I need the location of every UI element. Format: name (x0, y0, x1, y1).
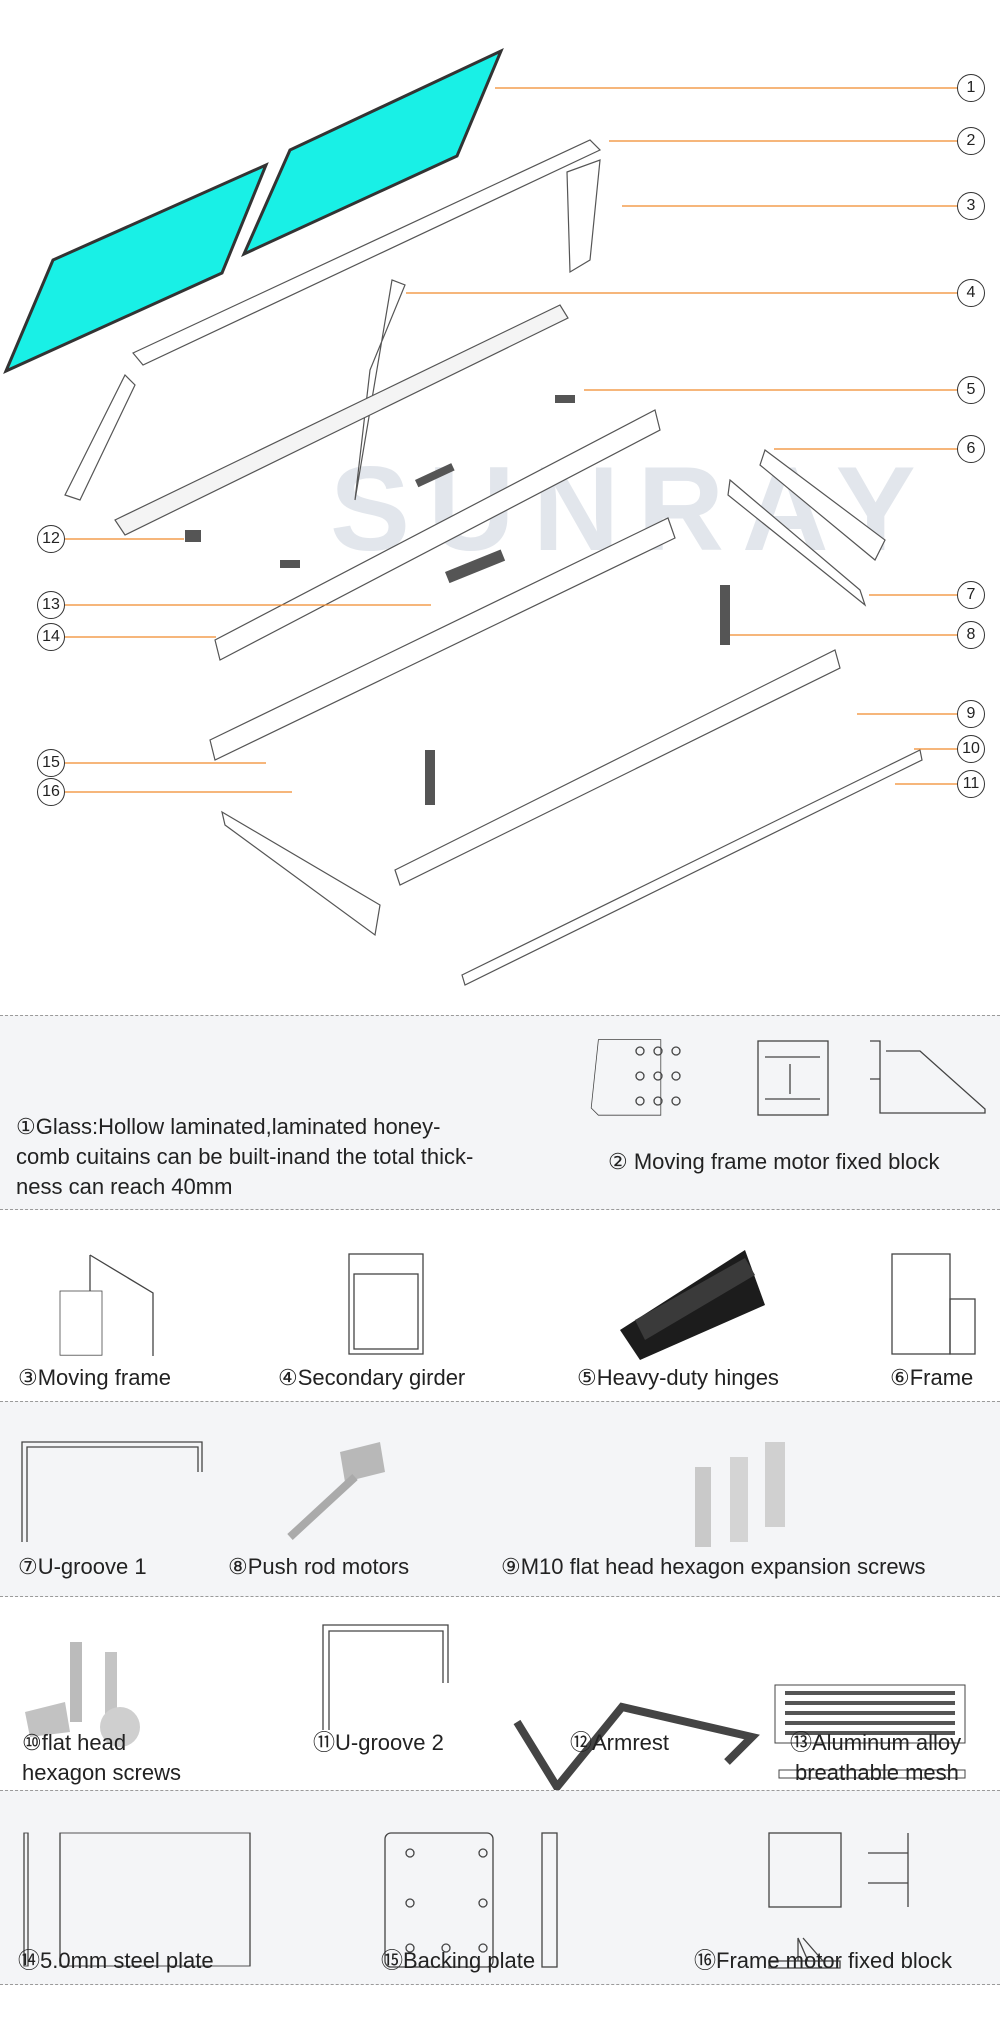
part-label-backing-plate: ⑮Backing plate (381, 1948, 536, 1973)
part-label-u-groove-1: ⑦U-groove 1 (18, 1554, 147, 1579)
frame-side-right (566, 159, 601, 274)
callout-2: 2 (957, 127, 985, 155)
frame-beam-5 (461, 749, 923, 986)
part-label-u-groove-2: ⑪U-groove 2 (313, 1730, 444, 1755)
callout-8: 8 (957, 621, 985, 649)
push-rod-motor-image (287, 1442, 385, 1540)
part-label-steel-plate: ⑭5.0mm steel plate (18, 1948, 214, 1973)
callout-4: 4 (957, 279, 985, 307)
part-label-frame: ⑥Frame (890, 1365, 974, 1390)
callout-6: 6 (957, 435, 985, 463)
part-label-moving-frame: ③Moving frame (18, 1365, 171, 1390)
moving-frame-beam (132, 139, 602, 366)
part-label-glass: ①Glass:Hollow laminated,laminated honey- (16, 1114, 441, 1139)
frame-beam-2 (214, 409, 661, 661)
callout-15: 15 (37, 749, 65, 777)
frame-drawing (891, 1253, 976, 1355)
parts-row-4: ⑩flat head hexagon screws ⑪U-groove 2 ⑫A… (0, 1596, 1000, 1794)
frame-right (759, 449, 886, 561)
frame-motor-block-drawing (768, 1832, 909, 1969)
expansion-screws-image (695, 1442, 785, 1547)
part-label-glass-line3: ness can reach 40mm (16, 1174, 233, 1199)
part-label-moving-frame-motor-block: ② Moving frame motor fixed block (608, 1149, 940, 1174)
callout-16: 16 (37, 778, 65, 806)
parts-row-2: ③Moving frame ④Secondary girder ⑤Heavy-d… (0, 1209, 1000, 1402)
callout-12: 12 (37, 525, 65, 553)
part-label-armrest: ⑫Armrest (570, 1730, 670, 1755)
parts-row-1: ①Glass:Hollow laminated,laminated honey-… (0, 1015, 1000, 1210)
part-label-flat-head-screws-line2: hexagon screws (22, 1760, 181, 1785)
u-groove-2-drawing (322, 1624, 449, 1730)
callout-9: 9 (957, 700, 985, 728)
moving-frame-motor-block-drawing (590, 1039, 986, 1116)
exploded-diagram: SUNRAY (0, 0, 1000, 1015)
part-label-frame-motor-block: ⑯Frame motor fixed block (694, 1948, 952, 1973)
heavy-duty-hinge-image (620, 1250, 765, 1360)
main-frame-beam (114, 304, 569, 536)
flat-head-screws-image (25, 1642, 140, 1747)
backing-plate-drawing (384, 1832, 558, 1968)
callout-3: 3 (957, 192, 985, 220)
part-label-glass-line2: comb cuitains can be built-inand the tot… (16, 1144, 474, 1169)
frame-beam-3 (209, 517, 676, 761)
moving-frame-drawing (59, 1254, 154, 1356)
parts-row-5: ⑭5.0mm steel plate ⑮Backing plate ⑯Frame… (0, 1790, 1000, 1985)
callout-14: 14 (37, 623, 65, 651)
part-label-secondary-girder: ④Secondary girder (278, 1365, 466, 1390)
breathable-mesh-drawing (774, 1684, 966, 1779)
steel-plate-drawing (23, 1832, 251, 1967)
secondary-girder-drawing (348, 1253, 424, 1355)
callout-1: 1 (957, 74, 985, 102)
u-groove-right (727, 478, 867, 607)
assembly-drawing (3, 47, 958, 986)
callout-7: 7 (957, 581, 985, 609)
armrest-image (513, 1702, 760, 1794)
u-groove-1-drawing (21, 1441, 203, 1542)
glass-panel-right (241, 47, 504, 258)
parts-row-3: ⑦U-groove 1 ⑧Push rod motors ⑨M10 flat h… (0, 1401, 1000, 1597)
callout-11: 11 (957, 770, 985, 798)
frame-beam-4 (394, 649, 841, 886)
glass-panel-left (3, 162, 269, 374)
part-label-breathable-mesh-line2: breathable mesh (795, 1760, 959, 1785)
callout-10: 10 (957, 735, 985, 763)
part-label-expansion-screws: ⑨M10 flat head hexagon expansion screws (501, 1554, 926, 1579)
part-label-push-rod-motors: ⑧Push rod motors (228, 1554, 410, 1579)
callout-5: 5 (957, 376, 985, 404)
part-label-breathable-mesh: ⑬Aluminum alloy (790, 1730, 962, 1755)
callout-13: 13 (37, 591, 65, 619)
part-label-heavy-duty-hinges: ⑤Heavy-duty hinges (577, 1365, 779, 1390)
leader-lines (65, 87, 958, 793)
part-label-flat-head-screws: ⑩flat head (22, 1730, 127, 1755)
u-groove-left (221, 810, 381, 937)
moving-frame-side-left (64, 373, 136, 501)
